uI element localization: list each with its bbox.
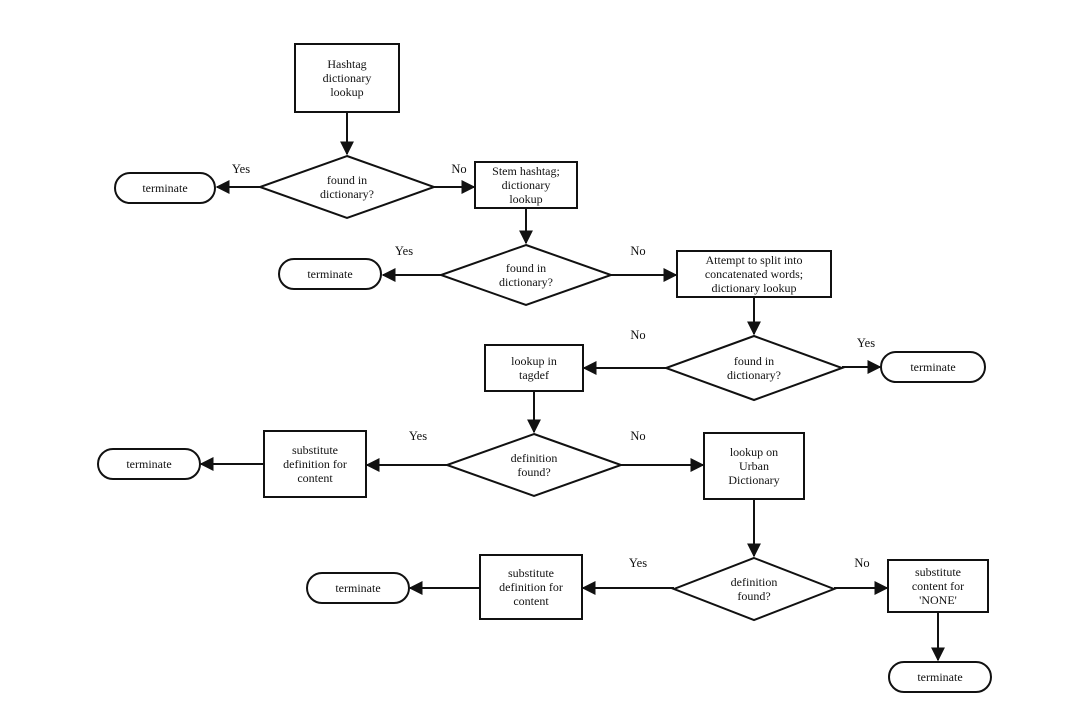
substitute-definition-box-1-text-3: content — [297, 471, 333, 485]
edge-label-d2-yes: Yes — [395, 244, 413, 258]
substitute-definition-box-1-text-1: substitute — [292, 443, 338, 457]
found-in-dictionary-decision-2-text-1: found in — [506, 261, 546, 275]
edge-label-d1-yes: Yes — [232, 162, 250, 176]
edge-label-d4-yes: Yes — [409, 429, 427, 443]
terminate-node-5: terminate — [306, 572, 410, 604]
lookup-in-tagdef-box-shape — [484, 344, 584, 392]
split-concatenated-words-box-shape — [676, 250, 832, 298]
terminate-node-1: terminate — [114, 172, 216, 204]
edge-label-d5-no: No — [854, 556, 869, 570]
substitute-content-none-box-shape — [887, 559, 989, 613]
terminate-node-2-text-1: terminate — [307, 267, 352, 281]
stem-hashtag-box-text-2: dictionary — [502, 178, 551, 192]
lookup-urban-dictionary-box-text-2: Urban — [739, 459, 769, 473]
hashtag-dictionary-lookup-box-shape — [294, 43, 400, 113]
found-in-dictionary-decision-2-shape — [437, 243, 615, 307]
found-in-dictionary-decision-1-shape — [257, 154, 437, 220]
definition-found-decision-2-text-2: found? — [737, 589, 770, 603]
definition-found-decision-2-text-1: definition — [731, 575, 778, 589]
hashtag-dictionary-lookup-box-text-2: dictionary — [323, 71, 372, 85]
terminate-node-3: terminate — [880, 351, 986, 383]
lookup-in-tagdef-box-text-1: lookup in — [511, 354, 557, 368]
terminate-node-6-text-1: terminate — [917, 670, 962, 684]
terminate-node-4-shape — [97, 448, 201, 480]
found-in-dictionary-decision-3-text-1: found in — [734, 354, 774, 368]
substitute-definition-box-2-shape — [479, 554, 583, 620]
hashtag-dictionary-lookup-box-text-1: Hashtag — [327, 57, 366, 71]
terminate-node-5-text-1: terminate — [335, 581, 380, 595]
terminate-node-1-text-1: terminate — [142, 181, 187, 195]
edge-label-d4-no: No — [630, 429, 645, 443]
lookup-urban-dictionary-box-text-3: Dictionary — [728, 473, 779, 487]
substitute-definition-box-2-text-1: substitute — [508, 566, 554, 580]
terminate-node-6-shape — [888, 661, 992, 693]
terminate-node-4-text-1: terminate — [126, 457, 171, 471]
split-concatenated-words-box-text-2: concatenated words; — [705, 267, 803, 281]
terminate-node-6: terminate — [888, 661, 992, 693]
substitute-content-none-box-text-2: content for — [912, 579, 964, 593]
terminate-node-2-shape — [278, 258, 382, 290]
substitute-definition-box-1-shape — [263, 430, 367, 498]
split-concatenated-words-box-text-1: Attempt to split into — [705, 253, 802, 267]
substitute-definition-box-2-text-2: definition for — [499, 580, 563, 594]
lookup-urban-dictionary-box-shape — [703, 432, 805, 500]
edge-label-d1-no: No — [451, 162, 466, 176]
definition-found-decision-1-text-2: found? — [517, 465, 550, 479]
terminate-node-2: terminate — [278, 258, 382, 290]
found-in-dictionary-decision-1-text-1: found in — [327, 173, 367, 187]
edge-label-d3-no: No — [630, 328, 645, 342]
edge-label-d2-no: No — [630, 244, 645, 258]
substitute-definition-box-1-text-2: definition for — [283, 457, 347, 471]
terminate-node-3-shape — [880, 351, 986, 383]
found-in-dictionary-decision-3-shape — [663, 334, 845, 402]
substitute-definition-box-2-text-3: content — [513, 594, 549, 608]
hashtag-dictionary-lookup-box-text-3: lookup — [330, 85, 363, 99]
stem-hashtag-box-text-1: Stem hashtag; — [492, 164, 560, 178]
substitute-content-none-box-text-3: 'NONE' — [919, 593, 957, 607]
edge-label-d3-yes: Yes — [857, 336, 875, 350]
terminate-node-5-shape — [306, 572, 410, 604]
split-concatenated-words-box-text-3: dictionary lookup — [712, 281, 797, 295]
definition-found-decision-1-text-1: definition — [511, 451, 558, 465]
stem-hashtag-box-text-3: lookup — [509, 192, 542, 206]
definition-found-decision-1-shape — [444, 432, 624, 498]
found-in-dictionary-decision-3-text-2: dictionary? — [727, 368, 781, 382]
stem-hashtag-box-shape — [474, 161, 578, 209]
edge-label-d5-yes: Yes — [629, 556, 647, 570]
terminate-node-1-shape — [114, 172, 216, 204]
terminate-node-3-text-1: terminate — [910, 360, 955, 374]
lookup-urban-dictionary-box-text-1: lookup on — [730, 445, 778, 459]
definition-found-decision-2-shape — [671, 556, 837, 622]
lookup-in-tagdef-box-text-2: tagdef — [519, 368, 549, 382]
found-in-dictionary-decision-2-text-2: dictionary? — [499, 275, 553, 289]
terminate-node-4: terminate — [97, 448, 201, 480]
substitute-content-none-box-text-1: substitute — [915, 565, 961, 579]
found-in-dictionary-decision-1-text-2: dictionary? — [320, 187, 374, 201]
